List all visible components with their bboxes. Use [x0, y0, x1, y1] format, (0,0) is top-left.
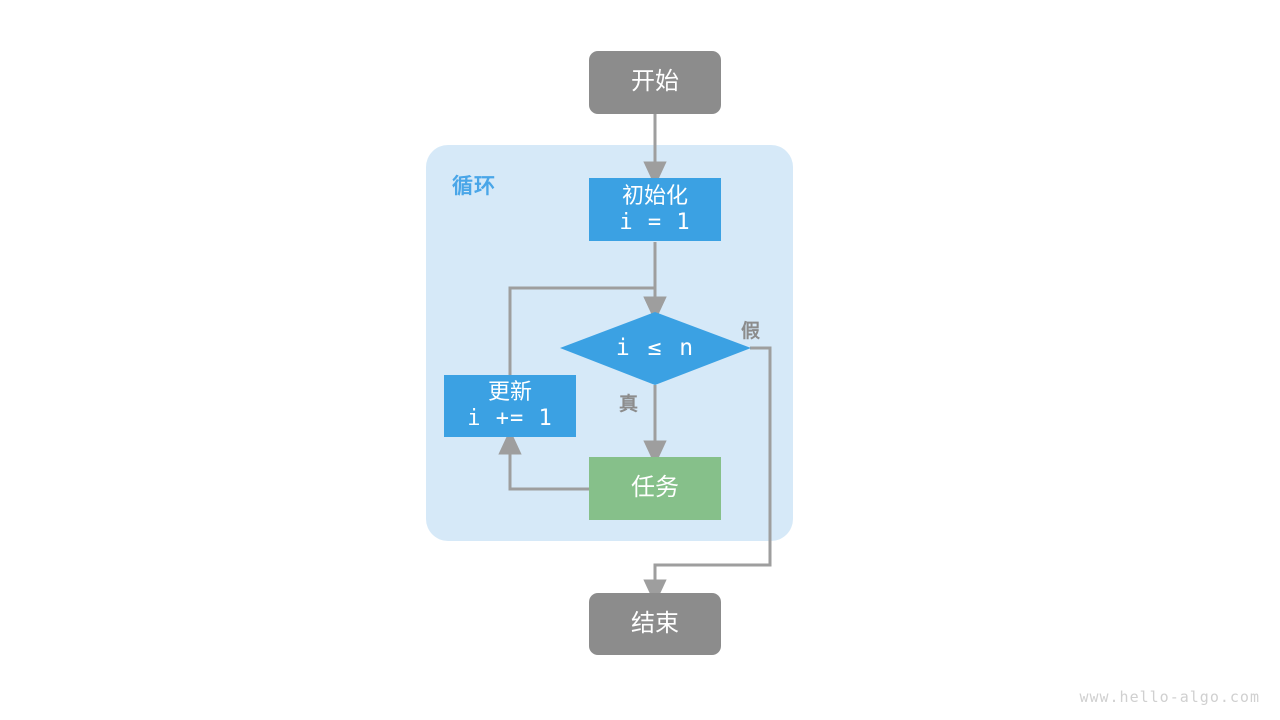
watermark: www.hello-algo.com	[1079, 688, 1260, 706]
edge-decision-false-to-end	[643, 346, 772, 605]
init-node-line2: i = 1	[619, 209, 691, 235]
init-node[interactable]: 初始化 i = 1	[589, 178, 721, 241]
edge-update-to-decision	[508, 286, 667, 375]
end-node[interactable]: 结束	[589, 593, 721, 655]
loop-container-label: 循环	[452, 174, 496, 198]
end-node-label: 结束	[631, 609, 679, 637]
task-node[interactable]: 任务	[589, 457, 721, 520]
init-node-line1: 初始化	[621, 183, 688, 209]
edge-label-true: 真	[619, 393, 639, 415]
decision-node-label: i ≤ n	[615, 335, 696, 361]
start-node[interactable]: 开始	[589, 51, 721, 114]
update-node-line1: 更新	[487, 380, 532, 406]
edge-label-false: 假	[741, 320, 761, 342]
update-node[interactable]: 更新 i += 1	[444, 375, 576, 437]
decision-node-shape[interactable]	[560, 312, 751, 385]
task-node-label: 任务	[631, 474, 679, 502]
edge-task-to-update	[498, 429, 589, 491]
update-node-line2: i += 1	[467, 406, 553, 431]
start-node-label: 开始	[631, 68, 679, 96]
